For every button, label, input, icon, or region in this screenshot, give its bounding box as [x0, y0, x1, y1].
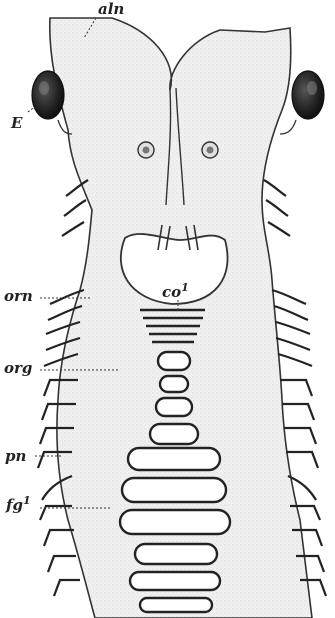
left-compound-eye [32, 71, 64, 119]
label-fg1-sup: 1 [23, 494, 31, 507]
label-aln: aln [98, 0, 124, 18]
right-ocellus [202, 142, 218, 158]
label-fg1: fg1 [5, 494, 31, 514]
label-E: E [10, 114, 23, 132]
right-compound-eye [292, 71, 324, 119]
label-co1-sup: 1 [181, 281, 189, 294]
label-org: org [4, 359, 32, 377]
label-fg1-main: fg [5, 496, 23, 514]
label-pn: pn [5, 447, 26, 465]
left-ocellus [138, 142, 154, 158]
label-orn: orn [4, 287, 33, 305]
label-co1-main: co [162, 283, 181, 301]
